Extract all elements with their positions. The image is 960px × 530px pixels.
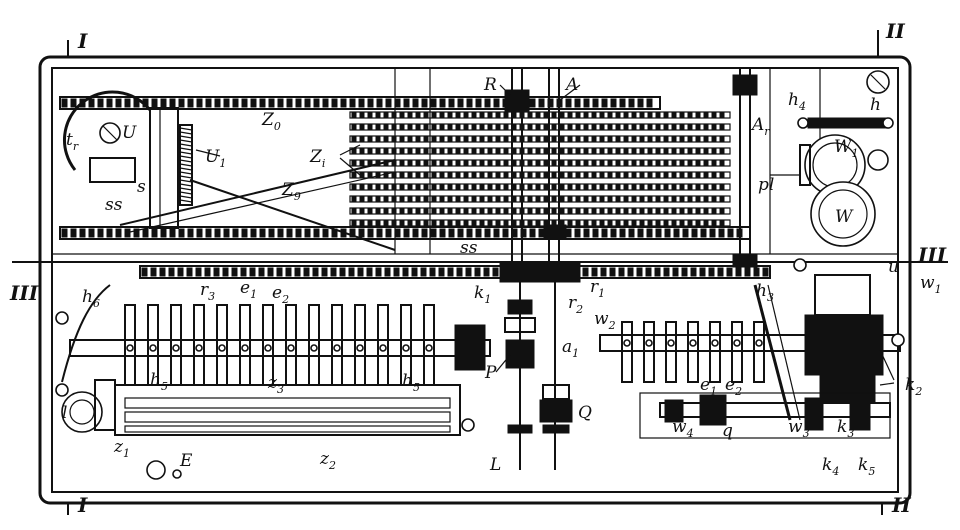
label-k4: k4 xyxy=(822,455,839,478)
cam-shaft-left xyxy=(69,304,491,386)
counter-block xyxy=(61,284,461,480)
label-pl: pl xyxy=(758,175,774,195)
label-w2: w2 xyxy=(594,309,616,332)
label-z3: z3 xyxy=(267,373,284,396)
label-A: A xyxy=(564,75,578,95)
label-Q: Q xyxy=(578,403,592,423)
label-k5: k5 xyxy=(858,455,875,478)
label-tr: tr xyxy=(66,130,79,153)
label-w4: w4 xyxy=(672,417,694,440)
label-k3: k3 xyxy=(837,417,854,440)
label-a1: a1 xyxy=(562,337,579,360)
label-e2-right: e2 xyxy=(725,375,742,398)
label-h: h xyxy=(870,95,881,115)
label-Zi: Zi xyxy=(309,147,325,170)
label-W1: W1 xyxy=(834,137,858,160)
section-marks: I II I II III III xyxy=(9,19,947,517)
label-r1: r1 xyxy=(590,277,605,300)
label-P: P xyxy=(484,363,497,383)
rack-stack-zi xyxy=(349,111,731,227)
label-U: U xyxy=(122,123,137,143)
label-r2: r2 xyxy=(568,293,583,316)
shaft-a xyxy=(504,67,758,268)
label-s: s xyxy=(137,177,146,197)
label-w3: w3 xyxy=(788,417,810,440)
label-Z0: Z0 xyxy=(261,110,281,133)
label-z1: z1 xyxy=(113,437,130,460)
wheel-tr xyxy=(62,90,396,251)
label-R: R xyxy=(483,75,497,95)
label-q: q xyxy=(722,421,733,441)
frame-screws xyxy=(55,258,905,432)
label-h5-right: h5 xyxy=(402,371,420,394)
label-L: L xyxy=(489,455,501,475)
label-r3: r3 xyxy=(200,280,215,303)
label-w1: w1 xyxy=(920,273,942,296)
section-mark-top-left: I xyxy=(77,29,88,53)
label-h3: h3 xyxy=(756,281,774,304)
section-mark-bottom-right: II xyxy=(891,493,911,517)
label-E: E xyxy=(179,451,193,471)
part-labels: R A h4 h tr U U1 Z0 Zi Ar W1 pl W s ss Z… xyxy=(62,75,942,478)
label-e1-right: e1 xyxy=(700,375,717,398)
spindles-pq xyxy=(504,280,573,470)
section-mark-top-right: II xyxy=(885,19,905,43)
label-z2: z2 xyxy=(319,449,336,472)
section-mark-right-mid: III xyxy=(917,243,947,267)
label-h5-left: h5 xyxy=(150,370,168,393)
label-Z9: Z9 xyxy=(281,180,301,203)
label-k1: k1 xyxy=(474,283,491,306)
section-mark-bottom-left: I xyxy=(77,493,88,517)
label-e1-left: e1 xyxy=(240,278,257,301)
shaft-w3-w4 xyxy=(639,392,891,439)
label-U1: U1 xyxy=(205,147,226,170)
label-u: u xyxy=(888,257,899,277)
right-upper-mechanism xyxy=(770,70,894,247)
rack-r3 xyxy=(139,261,771,283)
cam-shaft-right xyxy=(599,274,901,421)
section-mark-left-mid: III xyxy=(9,281,39,305)
label-W: W xyxy=(835,207,854,227)
leader-lines xyxy=(195,84,895,386)
label-ss-mid: ss xyxy=(460,238,478,258)
label-e2-left: e2 xyxy=(272,283,289,306)
label-k2: k2 xyxy=(905,375,922,398)
label-l: l xyxy=(62,403,67,423)
label-ss-left: ss xyxy=(105,195,123,215)
label-Ar: Ar xyxy=(750,115,770,138)
label-h6: h6 xyxy=(82,287,100,310)
label-h4: h4 xyxy=(788,90,806,113)
